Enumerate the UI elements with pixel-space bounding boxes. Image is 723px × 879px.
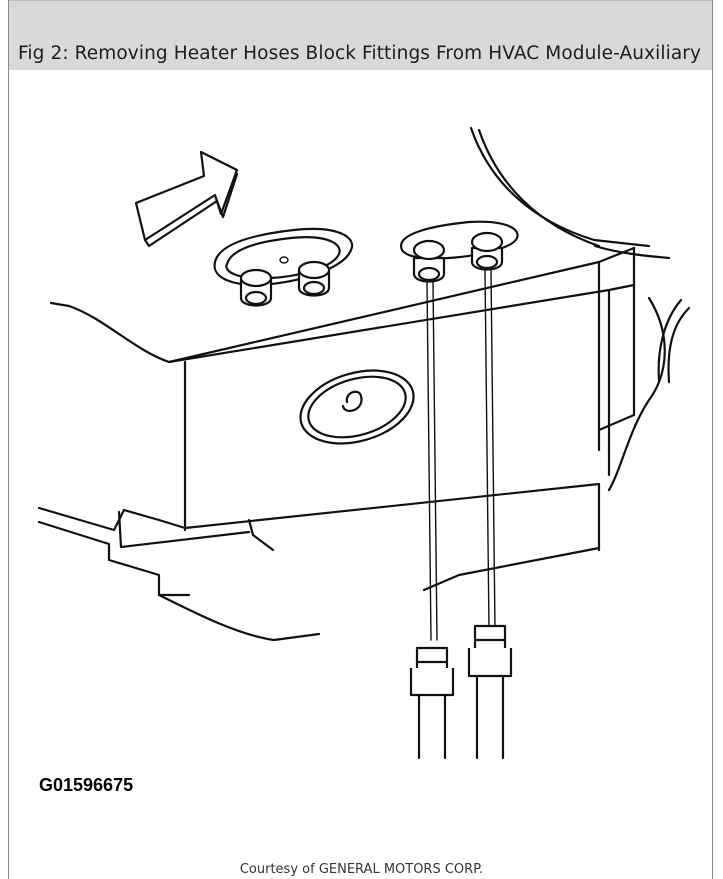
heater-hose-right <box>467 624 513 760</box>
caption-bar: Fig 2: Removing Heater Hoses Block Fitti… <box>9 0 712 70</box>
right-fitting-block <box>399 220 519 283</box>
oval-access-port <box>299 369 415 445</box>
alignment-lines <box>426 269 496 641</box>
figure-caption: Fig 2: Removing Heater Hoses Block Fitti… <box>18 43 702 64</box>
hvac-module-body <box>37 246 691 642</box>
figure-frame <box>8 0 713 879</box>
left-fitting-block <box>213 227 354 307</box>
courtesy-note: Courtesy of GENERAL MOTORS CORP. <box>239 862 484 877</box>
heater-hose-left <box>409 646 455 760</box>
heater-hose-diagram <box>37 126 691 760</box>
figure-id: G01596675 <box>39 775 134 795</box>
direction-arrow <box>134 150 239 248</box>
